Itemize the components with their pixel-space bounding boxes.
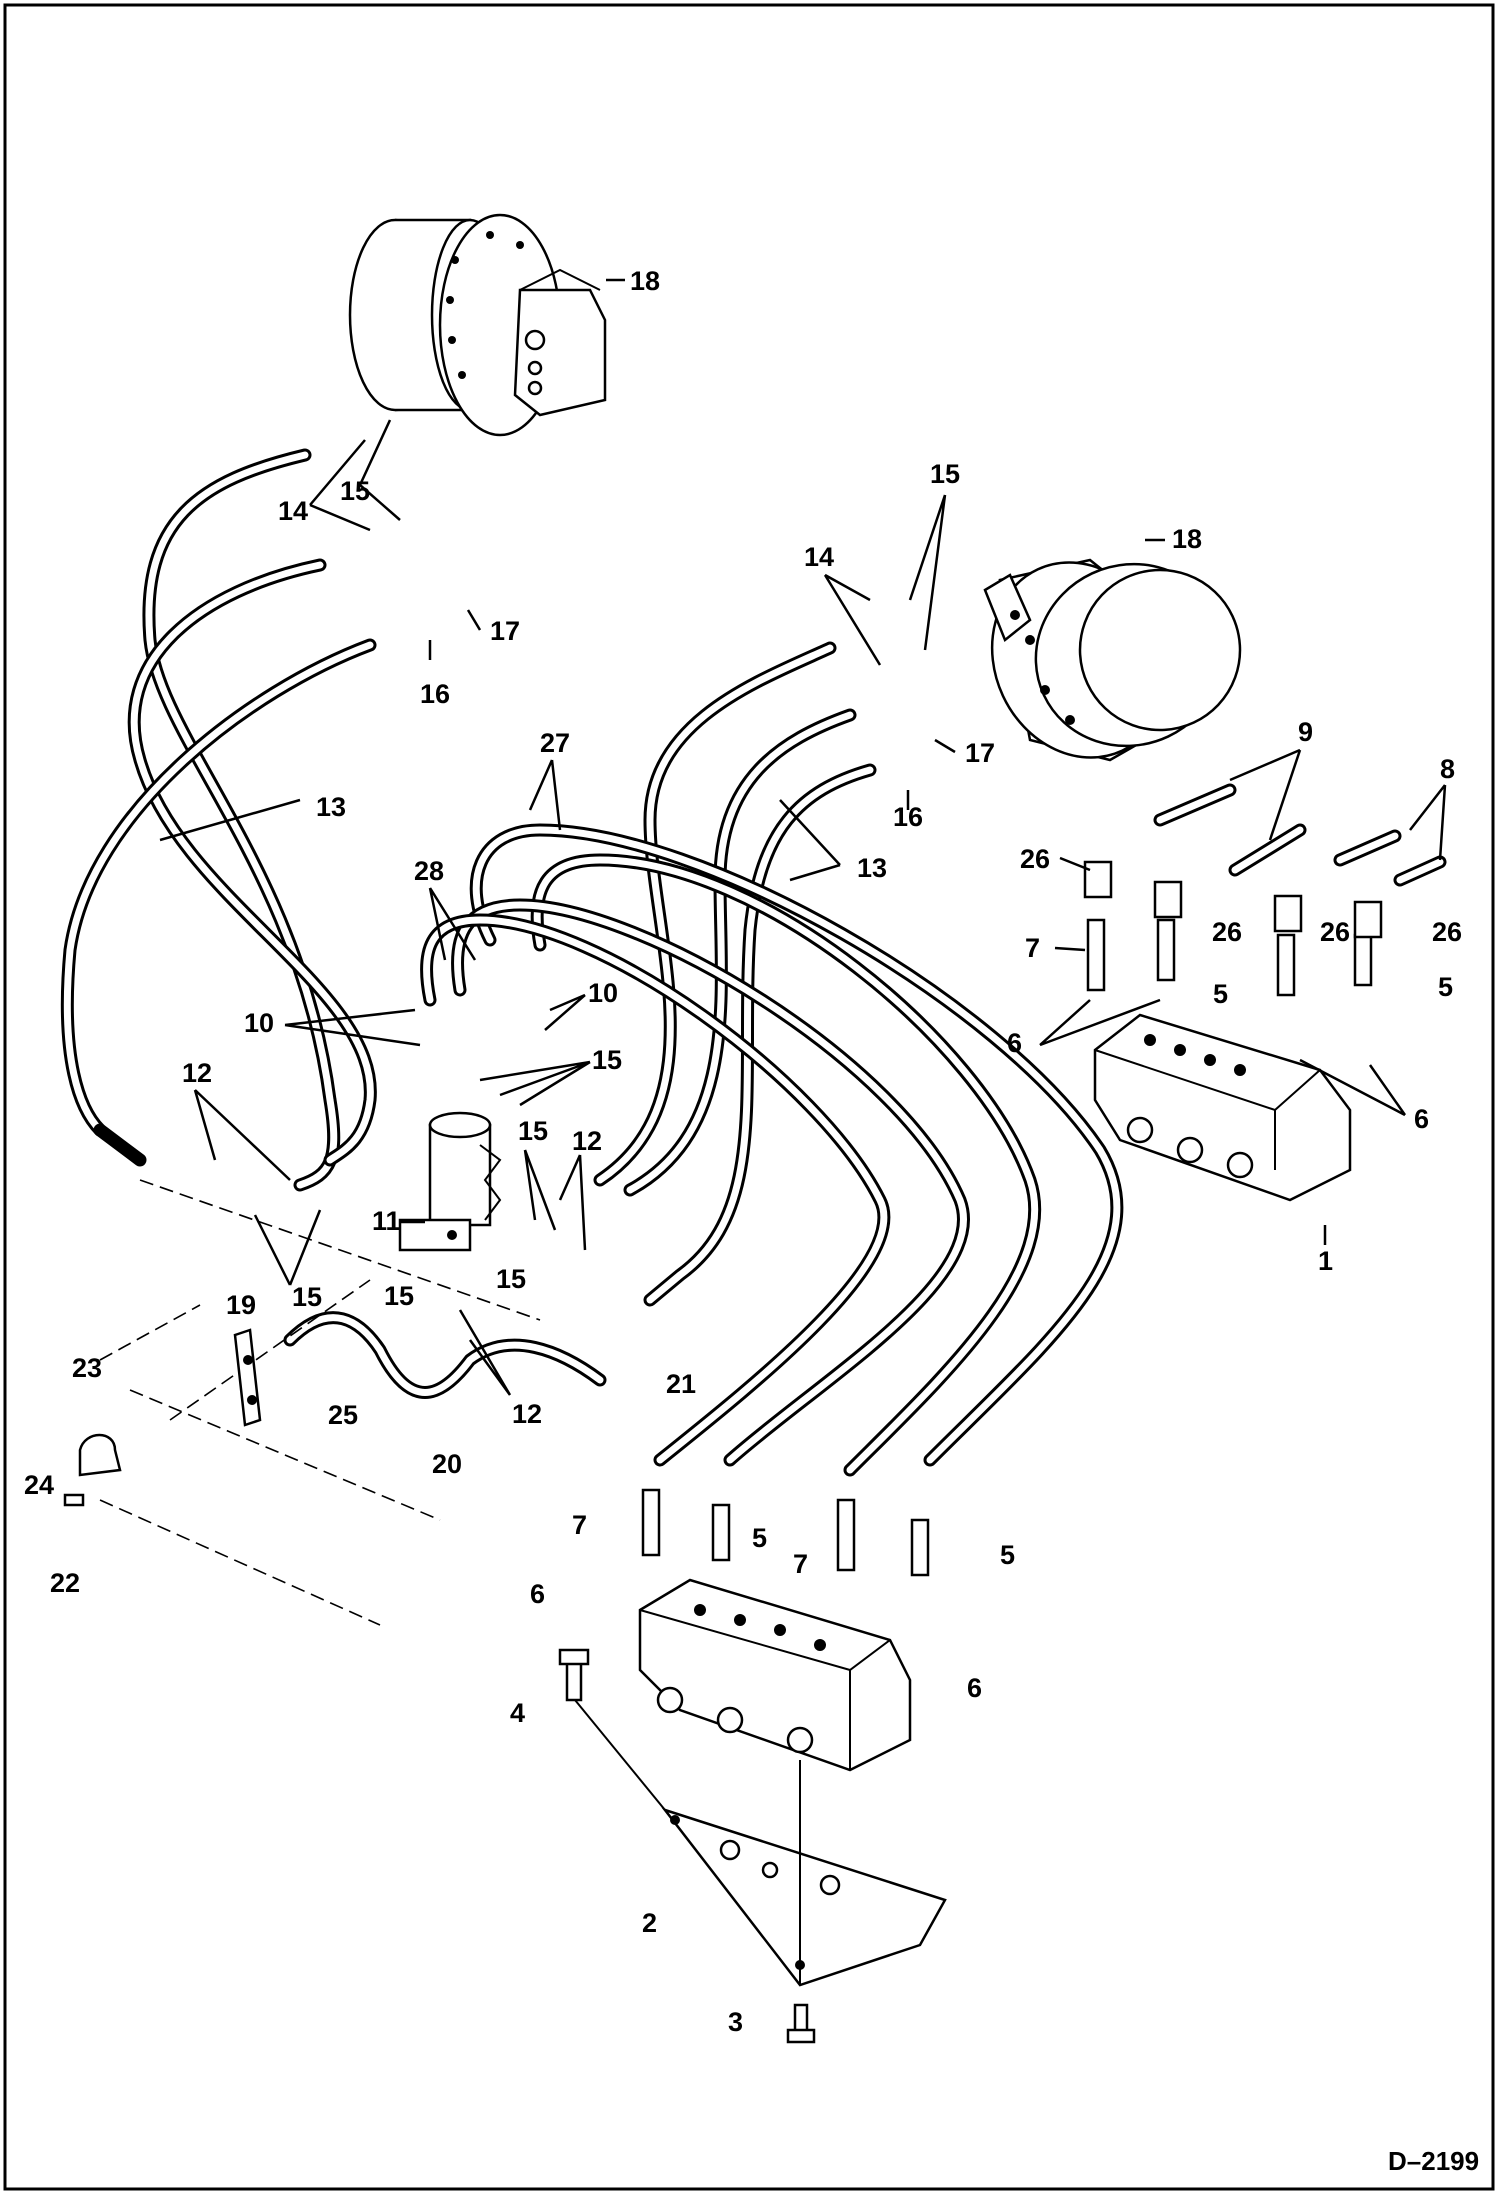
callout-26-a: 26 — [1020, 844, 1050, 874]
leader-lines — [159, 278, 1447, 1396]
callout-20: 20 — [432, 1449, 462, 1479]
callout-8: 8 — [1440, 754, 1455, 784]
callout-7-right: 7 — [1025, 933, 1040, 963]
callout-15-lower-b: 15 — [496, 1264, 526, 1294]
callout-27: 27 — [540, 728, 570, 758]
callout-15-mid: 15 — [592, 1045, 622, 1075]
callout-14-upper-right: 14 — [804, 542, 834, 572]
callout-26-c: 26 — [1320, 917, 1350, 947]
callout-18-right: 18 — [1172, 524, 1202, 554]
bolt-3 — [786, 2003, 816, 2044]
callout-10-left: 10 — [244, 1008, 274, 1038]
callout-10-right: 10 — [588, 978, 618, 1008]
clamp-23 — [63, 1433, 122, 1507]
callout-16-left: 16 — [420, 679, 450, 709]
travel-motor-left — [348, 213, 607, 437]
hose-group-13-left — [60, 448, 377, 1192]
callout-22: 22 — [50, 1568, 80, 1598]
callout-14-upper-left: 14 — [278, 496, 308, 526]
mounting-plate — [574, 1699, 947, 1987]
callout-19: 19 — [226, 1290, 256, 1320]
frame-outline — [99, 1179, 541, 1626]
bracket-19 — [233, 1328, 262, 1427]
fittings-lower — [641, 1488, 930, 1577]
callout-6-right-b: 6 — [1414, 1104, 1429, 1134]
callout-2: 2 — [642, 1908, 657, 1938]
callout-23: 23 — [72, 1353, 102, 1383]
bolt-4 — [558, 1648, 590, 1702]
callout-7-lower-left: 7 — [572, 1510, 587, 1540]
fittings-right — [1083, 783, 1447, 997]
callout-1: 1 — [1318, 1246, 1333, 1276]
callout-17-left: 17 — [490, 616, 520, 646]
callout-15-upper-right: 15 — [930, 459, 960, 489]
callout-7-lower-right: 7 — [793, 1549, 808, 1579]
diagram-border — [3, 3, 1495, 2191]
callout-26-b: 26 — [1212, 917, 1242, 947]
callout-6-right-a: 6 — [1007, 1028, 1022, 1058]
callout-5-lower-a: 5 — [752, 1523, 767, 1553]
callout-25: 25 — [328, 1400, 358, 1430]
rotary-manifold — [398, 1111, 502, 1252]
control-valve-right — [1093, 1013, 1352, 1202]
control-valve-lower — [638, 1578, 912, 1772]
callout-13-left: 13 — [316, 792, 346, 822]
callout-6-lower-a: 6 — [530, 1579, 545, 1609]
callout-4: 4 — [510, 1698, 525, 1728]
callout-5-right-b: 5 — [1438, 972, 1453, 1002]
callout-labels: 18 18 15 14 17 16 15 14 17 16 13 13 27 2… — [24, 266, 1479, 2176]
hose-group-27 — [420, 823, 1124, 1477]
callout-9: 9 — [1298, 717, 1313, 747]
callout-17-right: 17 — [965, 738, 995, 768]
callout-5-right-a: 5 — [1213, 979, 1228, 1009]
callout-15-center: 15 — [518, 1116, 548, 1146]
hose-20 — [283, 1311, 607, 1399]
callout-15-lower-a: 15 — [384, 1281, 414, 1311]
callout-12-left: 12 — [182, 1058, 212, 1088]
callout-12-center: 12 — [572, 1126, 602, 1156]
callout-15-lower-left: 15 — [292, 1282, 322, 1312]
callout-18-left: 18 — [630, 266, 660, 296]
travel-motor-right — [983, 558, 1242, 762]
callout-6-lower-b: 6 — [967, 1673, 982, 1703]
callout-3: 3 — [728, 2007, 743, 2037]
callout-11: 11 — [372, 1206, 401, 1236]
callout-28: 28 — [414, 856, 444, 886]
callout-24: 24 — [24, 1470, 54, 1500]
callout-13-right: 13 — [857, 853, 887, 883]
callout-5-lower-b: 5 — [1000, 1540, 1015, 1570]
callout-21: 21 — [666, 1369, 696, 1399]
drawing-code: D–2199 — [1388, 2146, 1479, 2176]
callout-26-d: 26 — [1432, 917, 1462, 947]
hose-group-13-right — [593, 641, 877, 1307]
callout-12-lower: 12 — [512, 1399, 542, 1429]
